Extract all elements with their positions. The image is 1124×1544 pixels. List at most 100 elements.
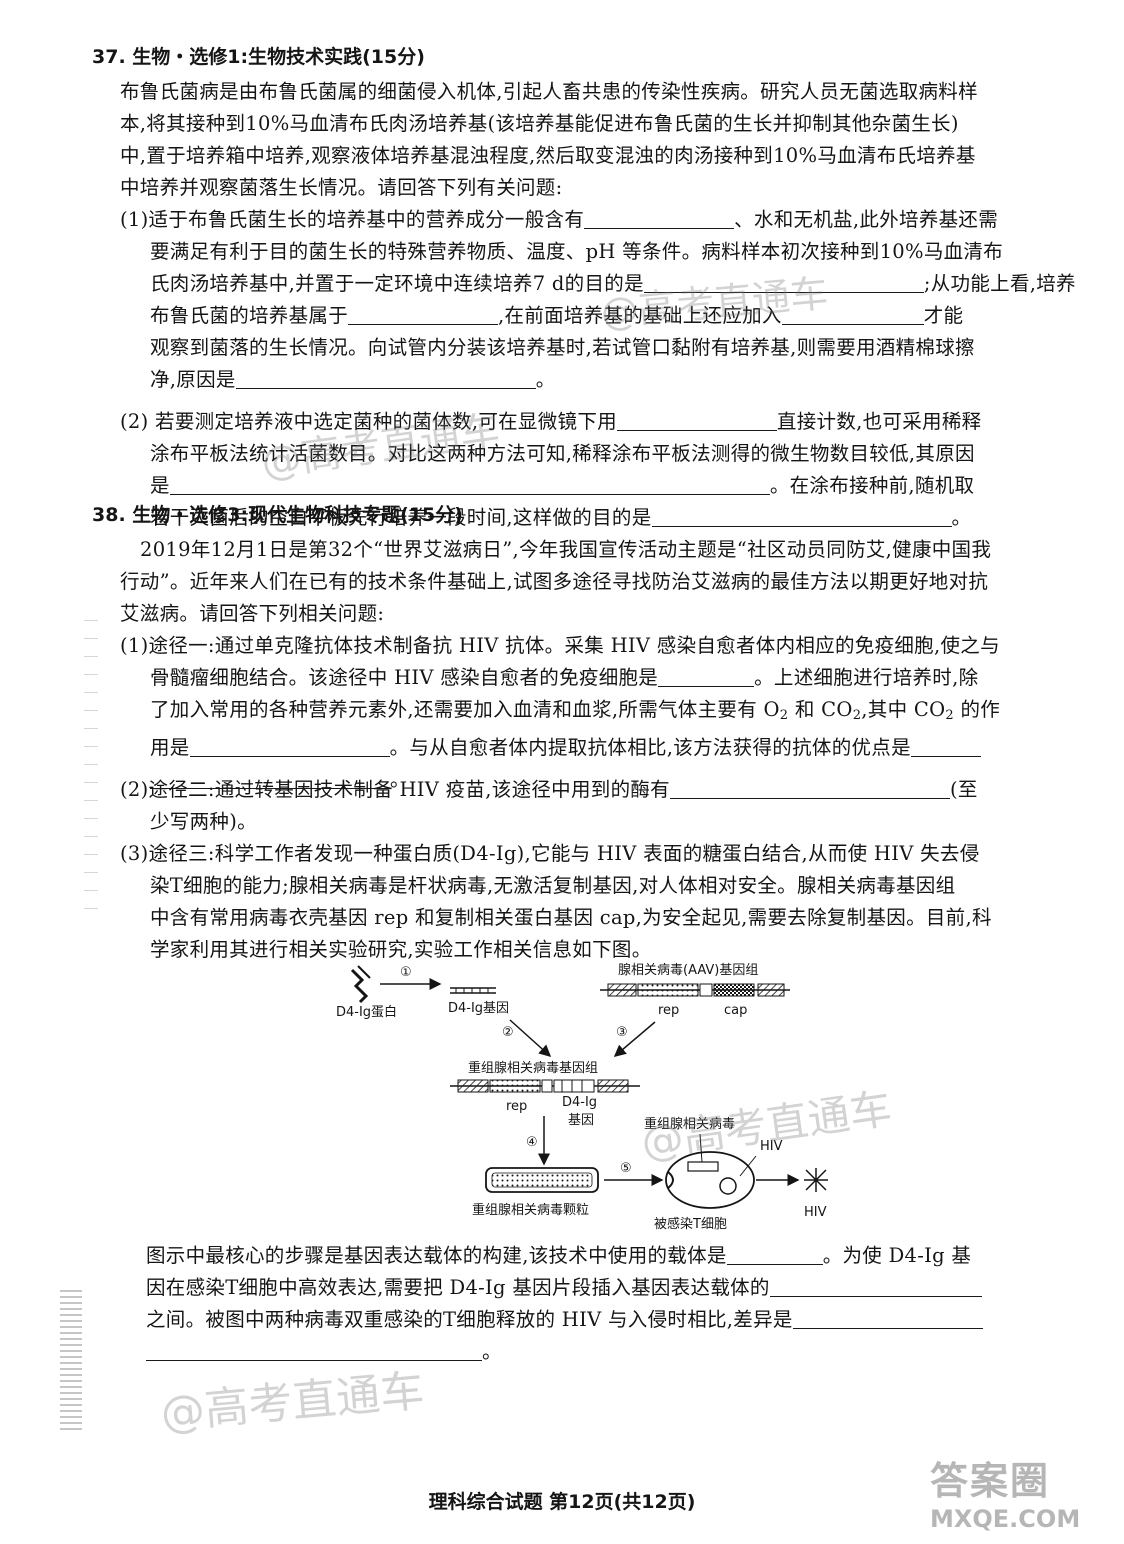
q37-p1-text: (1)适于布鲁氏菌生长的培养基中的营养成分一般含有: [120, 208, 585, 231]
step1-label: ①: [400, 965, 412, 980]
q37-p2-text: (2) 若要测定培养液中选定菌种的菌体数,可在显微镜下用: [120, 410, 617, 433]
q38-p3-text: 染T细胞的能力;腺相关病毒是杆状病毒,无激活复制基因,对人体相对安全。腺相关病毒…: [150, 874, 956, 897]
q38-after: 图示中最核心的步骤是基因表达载体的构建,该技术中使用的载体是 。为使 D4-Ig …: [146, 1240, 983, 1368]
scan-noise: [84, 620, 98, 920]
gene-label: D4-Ig基因: [448, 1001, 509, 1016]
step3-arrow: [613, 1021, 656, 1057]
q38-p3-text: 中含有常用病毒衣壳基因 rep 和复制相关蛋白基因 cap,为安全起见,需要去除…: [150, 906, 992, 929]
page-footer: 理科综合试题 第12页(共12页): [428, 1491, 696, 1513]
hiv-virus-icon: [804, 1168, 828, 1192]
q38-after-text: 。: [482, 1340, 502, 1363]
answer-blank[interactable]: [150, 768, 390, 789]
q38-p2-text: (2)途径二:通过转基因技术制备 HIV 疫苗,该途径中用到的酶有: [120, 778, 670, 801]
logo-bottom: MXQE.COM: [930, 1505, 1081, 1533]
site-logo: 答案圈 MXQE.COM: [930, 1450, 1120, 1540]
q37-p2-text: 涂布平板法统计活菌数目。对比这两种方法可知,稀释涂布平板法测得的微生物数目较低,…: [150, 442, 975, 465]
q38-p2-text: (至: [949, 778, 978, 801]
q38-p1-text: 的作: [953, 698, 1001, 721]
answer-blank[interactable]: [781, 304, 924, 325]
q38-after-text: 。为使 D4-Ig 基: [822, 1244, 972, 1267]
answer-blank[interactable]: [910, 736, 981, 757]
q38-after-text: 因在感染T细胞中高效表达,需要把 D4-Ig 基因片段插入基因表达载体的: [146, 1276, 770, 1299]
d4gene-label-b: 基因: [568, 1113, 594, 1128]
recomb-genome-bar: [450, 1079, 640, 1093]
answer-blank[interactable]: [348, 304, 499, 325]
q37-p1-text: 要满足有利于目的菌生长的特殊营养物质、温度、pH 等条件。病料样本初次接种到10…: [150, 240, 1004, 263]
answer-blank[interactable]: [616, 410, 777, 431]
cell-label: 被感染T细胞: [654, 1216, 727, 1230]
q38-intro-line: 艾滋病。请回答下列相关问题:: [120, 602, 385, 625]
q37-p2-text: 是: [150, 474, 170, 497]
subscript: 2: [852, 708, 862, 723]
aav-genome-bar: [600, 983, 790, 997]
q37-p1-text: 。: [535, 368, 556, 391]
q38-p1-text: 和 CO: [788, 698, 853, 721]
aav-experiment-diagram: D4-Ig蛋白 ① D4-Ig基因 腺相关病毒(AAV)基因组 rep cap: [336, 963, 828, 1230]
answer-blank[interactable]: [235, 368, 536, 389]
q37-p2-text: 。: [951, 506, 972, 529]
q38-after-text: 图示中最核心的步骤是基因表达载体的构建,该技术中使用的载体是: [146, 1244, 727, 1267]
q37-p1-text: ,在前面培养基的基础上还应加入: [498, 304, 782, 327]
q38-intro-line: 行动”。近年来人们在已有的技术条件基础上,试图多途径寻找防治艾滋病的最佳方法以期…: [120, 570, 989, 593]
q37-intro-line: 本,将其接种到10%马血清布氏肉汤培养基(该培养基能促进布鲁氏菌的生长并抑制其他…: [120, 112, 959, 135]
rep2-label: rep: [506, 1099, 527, 1114]
subscript: 2: [945, 708, 954, 723]
aav-genome-label: 腺相关病毒(AAV)基因组: [618, 963, 758, 978]
step5-label: ⑤: [620, 1161, 632, 1176]
hiv-label-2: HIV: [804, 1205, 827, 1220]
q38-part1: (1)途径一:通过单克隆抗体技术制备抗 HIV 抗体。采集 HIV 感染自愈者体…: [120, 630, 1000, 796]
logo-top: 答案圈: [930, 1459, 1051, 1503]
q37-p1-text: 净,原因是: [150, 368, 236, 391]
q38-part3: (3)途径三:科学工作者发现一种蛋白质(D4-Ig),它能与 HIV 表面的糖蛋…: [120, 838, 992, 966]
q37-p1-text: 观察到菌落的生长情况。向试管内分装该培养基时,若试管口黏附有培养基,则需要用酒精…: [150, 336, 975, 359]
q37-part2: (2) 若要测定培养液中选定菌种的菌体数,可在显微镜下用直接计数,也可采用稀释 …: [120, 406, 981, 534]
q38-p2-text: 少写两种)。: [150, 810, 257, 833]
answer-blank[interactable]: [651, 506, 952, 527]
q37-p1-text: 布鲁氏菌的培养基属于: [150, 304, 349, 327]
q38-p3-text: (3)途径三:科学工作者发现一种蛋白质(D4-Ig),它能与 HIV 表面的糖蛋…: [120, 842, 980, 865]
rep-label: rep: [658, 1003, 679, 1018]
q37-p2-text: 直接计数,也可采用稀释: [776, 410, 982, 433]
q38-p1-text: 用是: [150, 736, 190, 759]
answer-blank[interactable]: [658, 666, 755, 687]
q38-p1-text: 了加入常用的各种营养元素外,还需要加入血清和血浆,所需气体主要有 O: [150, 698, 780, 721]
q37-p2-text: 若干灭菌后的空白平板先行培养一段时间,这样做的目的是: [150, 506, 652, 529]
q37-intro-line: 中,置于培养箱中培养,观察液体培养基混浊程度,然后取变混浊的肉汤接种到10%马血…: [120, 144, 976, 167]
hiv-label: HIV: [760, 1139, 783, 1154]
q38-p1-text: 。: [390, 768, 410, 791]
answer-blank[interactable]: [726, 1244, 823, 1265]
answer-blank[interactable]: [669, 778, 950, 799]
q38-intro: 2019年12月1日是第32个“世界艾滋病日”,今年我国宣传活动主题是“社区动员…: [120, 534, 991, 630]
q38-intro-line: 2019年12月1日是第32个“世界艾滋病日”,今年我国宣传活动主题是“社区动员…: [140, 538, 992, 561]
q38-p1-text: (1)途径一:通过单克隆抗体技术制备抗 HIV 抗体。采集 HIV 感染自愈者体…: [120, 634, 1000, 657]
answer-blank[interactable]: [146, 1340, 482, 1361]
step2-label: ②: [502, 1025, 514, 1040]
subscript: 2: [779, 708, 789, 723]
q37-intro: 布鲁氏菌病是由布鲁氏菌属的细菌侵入机体,引起人畜共患的传染性疾病。研究人员无菌选…: [120, 76, 978, 204]
answer-blank[interactable]: [769, 1276, 982, 1297]
recomb-virus-label: 重组腺相关病毒: [644, 1116, 735, 1132]
answer-blank[interactable]: [792, 1308, 983, 1329]
answer-blank[interactable]: [169, 474, 770, 495]
answer-blank[interactable]: [584, 208, 735, 229]
particle-label: 重组腺相关病毒颗粒: [472, 1202, 589, 1218]
q38-p1-text: 。与从自愈者体内提取抗体相比,该方法获得的抗体的优点是: [389, 736, 911, 759]
d4gene-label-a: D4-Ig: [562, 1095, 597, 1110]
step2-arrow: [509, 1019, 552, 1058]
q37-part1: (1)适于布鲁氏菌生长的培养基中的营养成分一般含有、水和无机盐,此外培养基还需 …: [120, 204, 1076, 396]
step4-label: ④: [526, 1135, 538, 1150]
scan-noise: [60, 1290, 82, 1430]
q38-p1-text: ,其中 CO: [861, 698, 946, 721]
recomb-virus-particle-icon: [485, 1167, 599, 1193]
protein-label: D4-Ig蛋白: [336, 1004, 397, 1020]
q38-part2: (2)途径二:通过转基因技术制备 HIV 疫苗,该途径中用到的酶有 (至 少写两种…: [120, 774, 978, 838]
q37-p1-text: 氏肉汤培养基中,并置于一定环境中连续培养7 d的目的是: [150, 272, 644, 295]
q38-p3-text: 学家利用其进行相关实验研究,实验工作相关信息如下图。: [150, 938, 652, 961]
q37-p1-text: ;从功能上看,培养: [923, 272, 1076, 295]
d4-ig-protein-icon: [350, 965, 371, 1004]
hiv-pointer: [739, 1155, 757, 1177]
answer-blank[interactable]: [189, 736, 390, 757]
q37-intro-line: 中培养并观察菌落生长情况。请回答下列有关问题:: [120, 176, 563, 199]
answer-blank[interactable]: [643, 272, 924, 293]
